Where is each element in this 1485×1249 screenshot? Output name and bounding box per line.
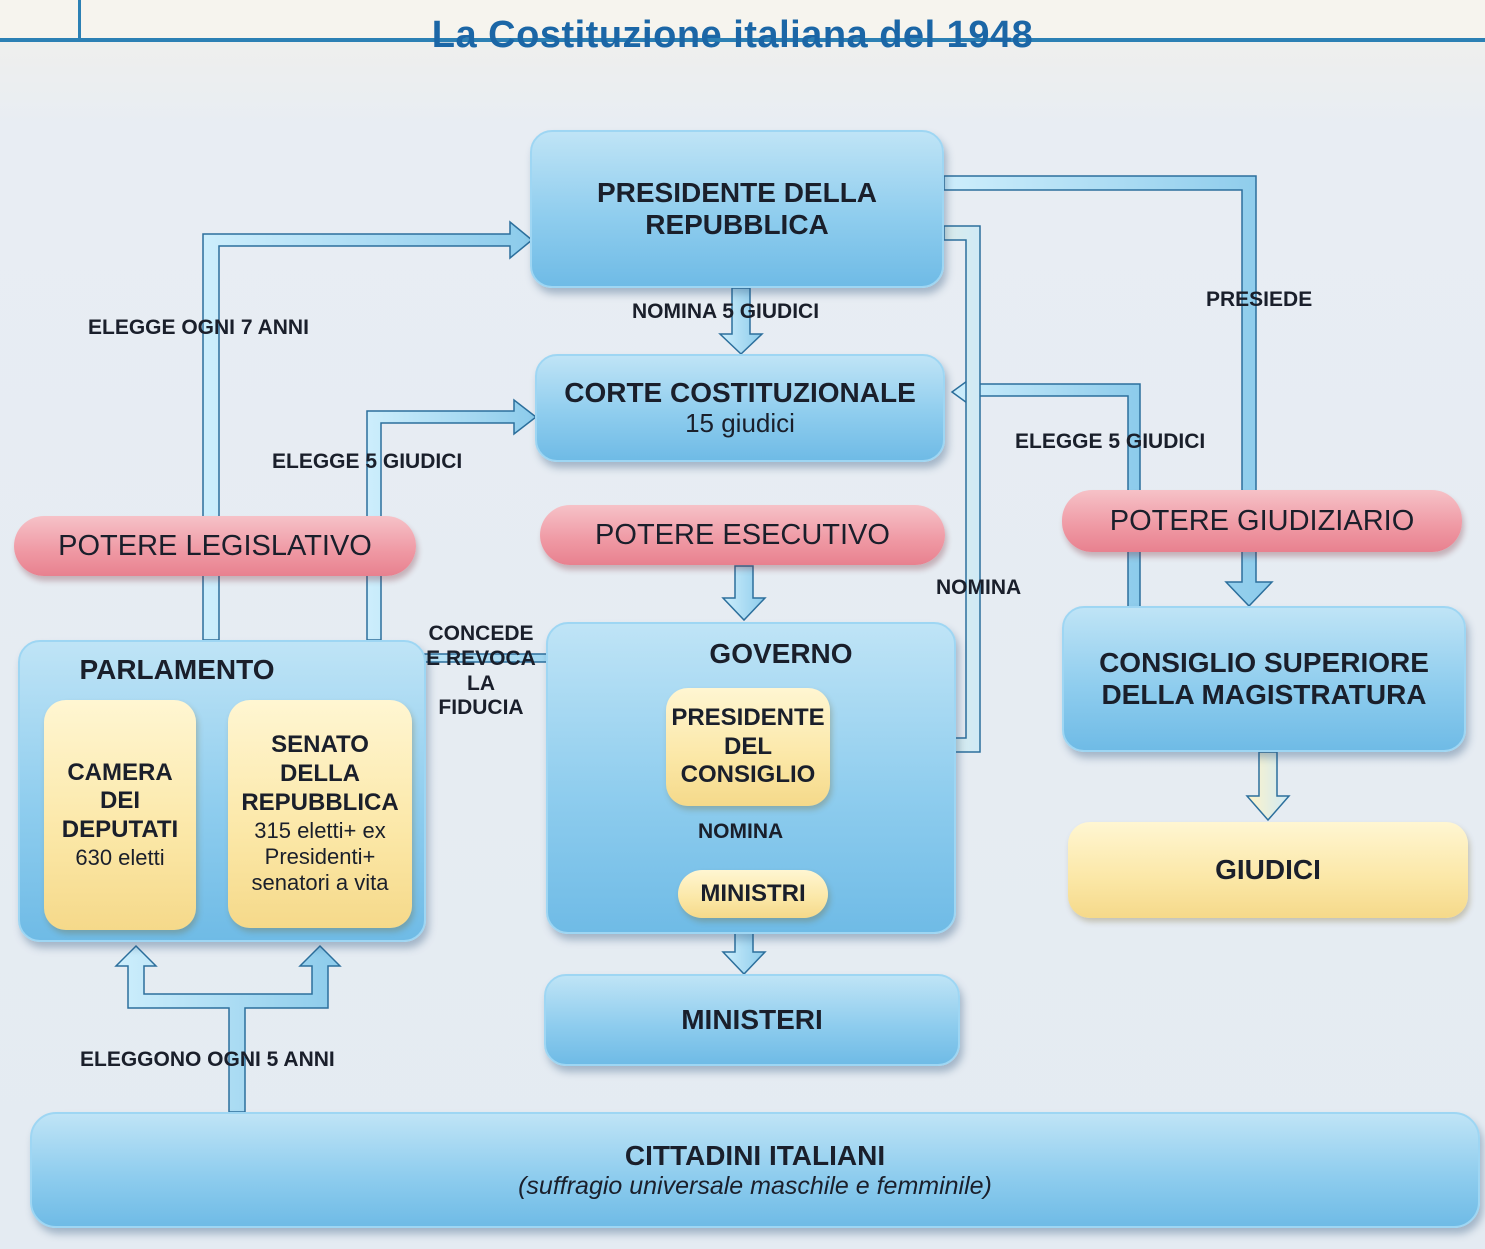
potere-legislativo-label: POTERE LEGISLATIVO	[58, 529, 372, 562]
ministri-box: MINISTRI	[678, 870, 828, 918]
senato-seats: 315 eletti+ ex Presidenti+ senatori a vi…	[251, 817, 389, 896]
ministeri-box: MINISTERI	[544, 974, 960, 1066]
parlamento-label: PARLAMENTO	[79, 654, 275, 685]
corte-giudici-count: 15 giudici	[685, 408, 795, 439]
edge-label-fiducia: CONCEDE E REVOCA LA FIDUCIA	[426, 622, 536, 720]
edge-label-nomina-pres-consiglio: NOMINA	[936, 576, 1022, 599]
csm-label: CONSIGLIO SUPERIORE DELLA MAGISTRATURA	[1099, 646, 1429, 710]
edge-label-nomina-5-giudici: NOMINA 5 GIUDICI	[632, 300, 820, 323]
arrow-governo-ministeri	[721, 929, 767, 976]
ministeri-label: MINISTERI	[681, 1003, 823, 1035]
header-divider	[78, 0, 81, 38]
governo-label: GOVERNO	[709, 638, 853, 669]
potere-giudiziario-box: POTERE GIUDIZIARIO	[1062, 490, 1462, 552]
cittadini-box: CITTADINI ITALIANI (suffragio universale…	[30, 1112, 1480, 1228]
presidente-repubblica-label: PRESIDENTE DELLA REPUBBLICA	[596, 176, 878, 240]
potere-esecutivo-box: POTERE ESECUTIVO	[540, 505, 945, 565]
edge-label-presiede: PRESIEDE	[1206, 288, 1313, 311]
potere-giudiziario-label: POTERE GIUDIZIARIO	[1109, 504, 1415, 537]
potere-esecutivo-label: POTERE ESECUTIVO	[595, 518, 890, 551]
cittadini-label: CITTADINI ITALIANI	[624, 1139, 886, 1171]
senato-label: SENATO DELLA REPUBBLICA	[241, 731, 399, 816]
presidente-consiglio-box: PRESIDENTE DEL CONSIGLIO	[666, 688, 830, 806]
edge-label-elegge-5-giudici-parl: ELEGGE 5 GIUDICI	[272, 450, 463, 473]
edge-label-eleggono-5-anni: ELEGGONO OGNI 5 ANNI	[80, 1048, 335, 1071]
ministri-label: MINISTRI	[700, 879, 806, 907]
presidente-repubblica-box: PRESIDENTE DELLA REPUBBLICA	[530, 130, 944, 288]
camera-label: CAMERA DEI DEPUTATI	[61, 758, 179, 844]
senato-box: SENATO DELLA REPUBBLICA 315 eletti+ ex P…	[228, 700, 412, 928]
arrow-presiede	[943, 175, 1274, 608]
cittadini-note: (suffragio universale maschile e femmini…	[518, 1171, 992, 1200]
arrow-esecutivo-governo	[721, 565, 767, 622]
page-title: La Costituzione italiana del 1948	[431, 14, 1034, 56]
giudici-box: GIUDICI	[1068, 822, 1468, 918]
corte-costituzionale-label: CORTE COSTITUZIONALE	[564, 376, 916, 408]
potere-legislativo-box: POTERE LEGISLATIVO	[14, 516, 416, 576]
camera-box: CAMERA DEI DEPUTATI 630 eletti	[44, 700, 196, 930]
csm-box: CONSIGLIO SUPERIORE DELLA MAGISTRATURA	[1062, 606, 1466, 752]
arrow-nomina-5-giudici	[718, 287, 764, 356]
edge-label-elegge-7-anni: ELEGGE OGNI 7 ANNI	[88, 316, 309, 339]
camera-seats: 630 eletti	[75, 845, 165, 870]
arrow-eleggono	[114, 944, 342, 1113]
presidente-consiglio-label: PRESIDENTE DEL CONSIGLIO	[671, 703, 825, 789]
header-bar	[0, 0, 1485, 42]
arrow-elegge-7-anni	[202, 220, 534, 641]
giudici-label: GIUDICI	[1215, 853, 1321, 885]
arrow-csm-giudici	[1245, 751, 1291, 822]
edge-label-elegge-5-giudici-csm: ELEGGE 5 GIUDICI	[1015, 430, 1206, 453]
edge-label-nomina-ministri: NOMINA	[698, 820, 784, 843]
corte-costituzionale-box: CORTE COSTITUZIONALE 15 giudici	[535, 354, 945, 462]
